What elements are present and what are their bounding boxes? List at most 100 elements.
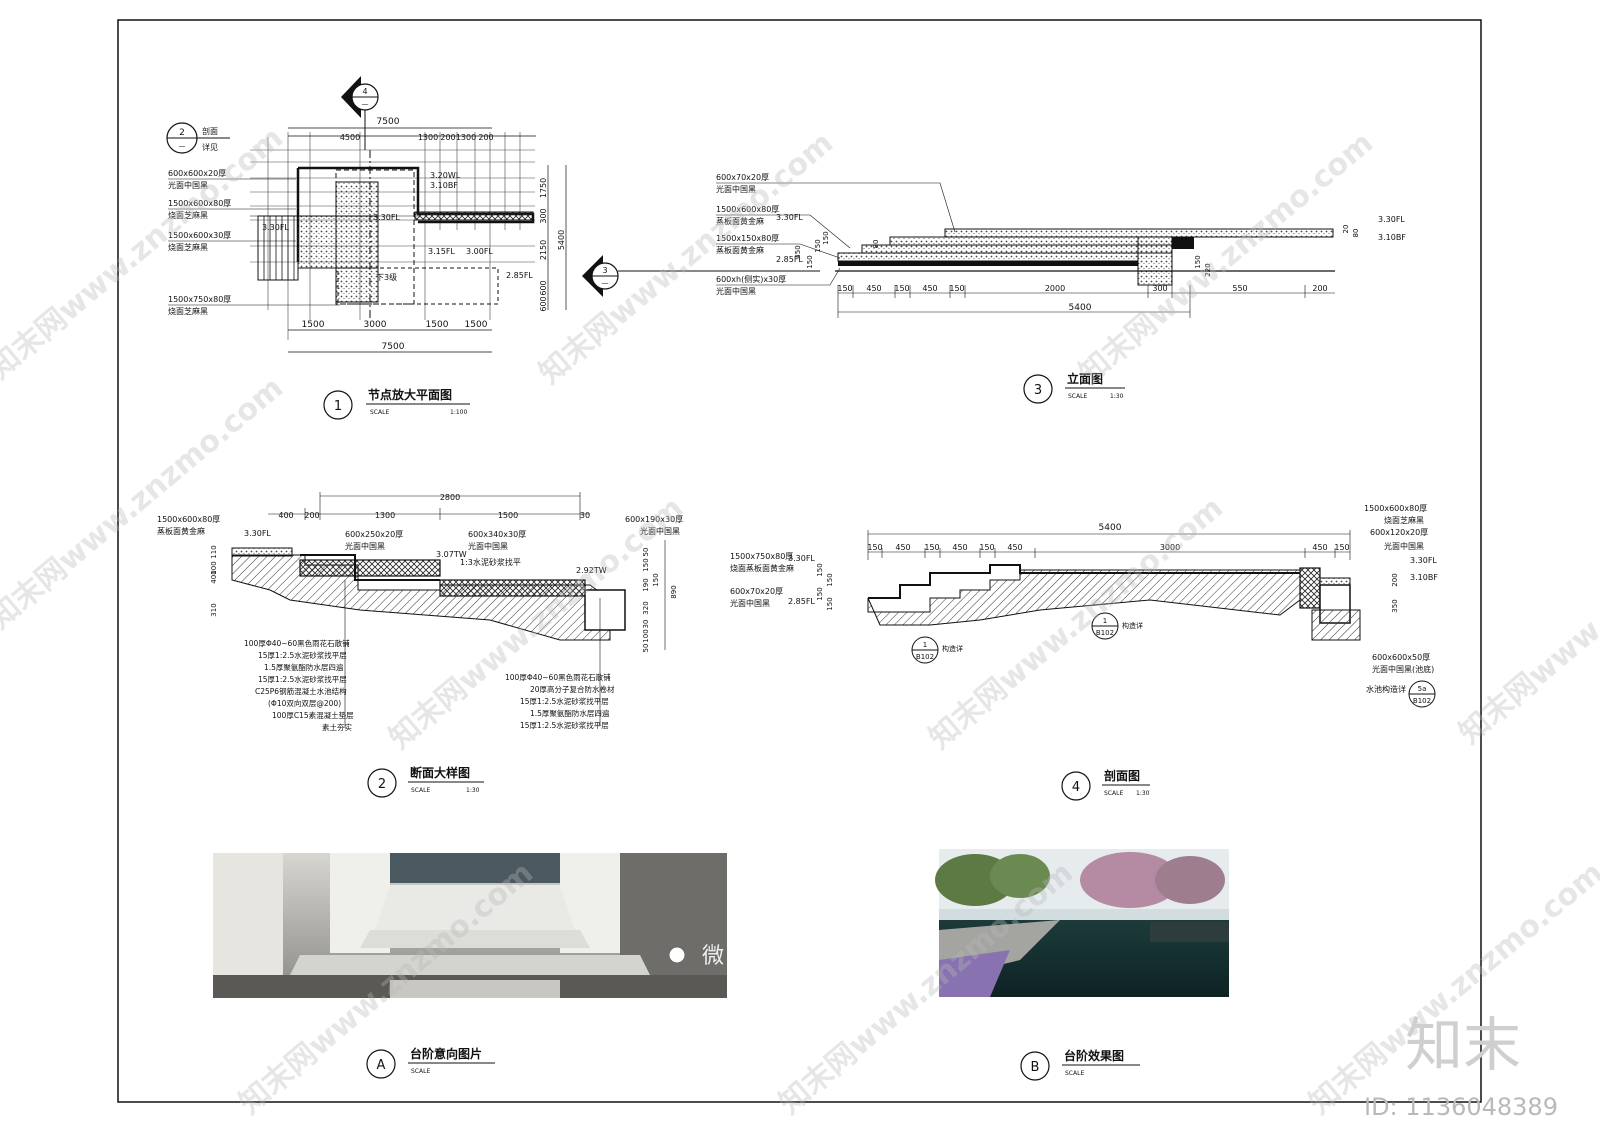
label-elevation-levels-1: 2.85FL [776, 255, 803, 264]
label-cut_section-dims_top-5: 450 [1007, 543, 1022, 552]
label-plan-dims_right-5: 600 [539, 296, 548, 311]
label-plan-dims_top-5: 200 [478, 133, 493, 142]
label-section-dims_right-1: 150 [642, 558, 650, 571]
label-plan-levels-1: 3.10BF [430, 181, 458, 190]
label-views-3-title: 剖面图 [1104, 768, 1140, 783]
label-elevation-labels-0: 600x70x20厚 [716, 173, 769, 182]
label-elevation-dims_bottom-6: 300 [1152, 284, 1167, 293]
section-marker-4: 4 — [341, 76, 379, 150]
label-cut_section-dims_left-0: 150 [816, 563, 824, 576]
label-cut_section-levels-1: 2.85FL [788, 597, 815, 606]
label-section-dims_right-8: 50 [642, 644, 650, 653]
label-cut_section-total: 5400 [1099, 523, 1122, 533]
section-detail-view: 2800 400 200 1300 1500 30 1500x600x80厚 蒸… [157, 492, 683, 732]
label-plan-levels-2: 3.30FL [262, 223, 289, 232]
label-section-layers_left-7: 素土夯实 [322, 722, 352, 732]
label-plan-dims_bottom-1: 3000 [364, 320, 387, 330]
label-section-labels_top-4: 600x340x30厚 [468, 530, 526, 539]
dim-7500-top: 7500 [377, 117, 400, 127]
label-sheet-watermark_text: 知末网www.znzmo.com [923, 490, 1230, 756]
label-section-layers_right-3: 1.5厚聚氨酯防水层四遍 [530, 708, 610, 718]
label-plan-levels-3: 3.30FL [373, 213, 400, 222]
label-plan-dims_right-2: 2150 [539, 240, 548, 260]
label-elevation-dims_bottom-8: 200 [1312, 284, 1327, 293]
label-cut_section-ref_notes-1: 构造详 [1122, 621, 1143, 630]
label-cut_section-labels_left-2: 600x70x20厚 [730, 587, 783, 596]
label-cut_section-levels-2: 3.30FL [1410, 556, 1437, 565]
label-views-1-title: 立面图 [1067, 371, 1103, 386]
label-elevation-dims_right-0: 20 [1342, 225, 1350, 234]
label-section-dims_left-2: 400 [210, 570, 218, 583]
label-cut_section-dims_left-3: 150 [826, 597, 834, 610]
label-views-2-scale: 1:30 [466, 787, 480, 794]
label-plan-marker_3: 3 [602, 266, 607, 275]
label-elevation-labels-5: 蒸板面黄金麻 [716, 245, 764, 255]
label-plan-labels-3: 烧面芝麻黑 [168, 210, 208, 220]
label-plan-dims_bottom-0: 1500 [302, 320, 325, 330]
label-section-dims_right-0: 50 [642, 548, 650, 557]
label-cut_section-labels_right-4: 600x600x50厚 [1372, 653, 1430, 662]
label-plan-levels-6: 2.85FL [506, 271, 533, 280]
label-cut_section-labels_right-2: 600x120x20厚 [1370, 528, 1428, 537]
label-cut_section-dims_top-7: 450 [1312, 543, 1327, 552]
label-section-labels_top-2: 600x250x20厚 [345, 530, 403, 539]
label-views-3-scale: 1:30 [1136, 790, 1150, 797]
label-sheet-watermark_text: 知末网www.znzmo.com [0, 120, 290, 386]
label-section-layers_right-2: 15厚1:2.5水泥砂浆找平层 [520, 696, 609, 706]
label-plan-dims_top-2: 1300 [418, 133, 438, 142]
label-elevation-labels-6: 600xh(侧实)x30厚 [716, 274, 786, 284]
label-cut_section-labels_right-5: 光面中国黑(池底) [1372, 664, 1434, 674]
label-cut_section-labels_left-0: 1500x750x80厚 [730, 552, 793, 561]
label-cut_section-dims_top-3: 450 [952, 543, 967, 552]
label-views-3-scale_word: SCALE [1104, 790, 1123, 797]
label-plan-section_marker_num: 2 [179, 128, 185, 138]
svg-text:—: — [362, 100, 369, 108]
label-cut_section-ref_notes-0: 构造详 [942, 644, 963, 653]
label-cut_section-refs-2-bottom: B102 [1413, 697, 1431, 705]
label-elevation-dims_right-3: 150 [1194, 255, 1202, 268]
label-plan-labels-7: 烧面芝麻黑 [168, 306, 208, 316]
label-plan-levels-4: 3.15FL [428, 247, 455, 256]
label-cut_section-dims_top-8: 150 [1334, 543, 1349, 552]
label-elevation-dims_left-0: 450 [794, 245, 802, 258]
label-views-5-scale_word: SCALE [1065, 1070, 1084, 1077]
label-section-layers_left-3: 15厚1:2.5水泥砂浆找平层 [258, 674, 347, 684]
label-plan-levels-7: 下3级 [376, 272, 397, 282]
label-section-labels_top-8: 光面中国黑 [640, 526, 680, 536]
label-cut_section-levels-0: 3.30FL [788, 554, 815, 563]
label-section-dims_right-4: 890 [670, 585, 678, 598]
label-plan-dims_bottom-3: 1500 [465, 320, 488, 330]
label-cut_section-dims_right-0: 200 [1391, 573, 1399, 586]
cut-section-view: 5400 150 450 150 450 150 450 3000 450 15… [730, 504, 1438, 708]
label-views-1-num: 3 [1034, 383, 1042, 398]
label-section-labels_top-5: 光面中国黑 [468, 541, 508, 551]
section-marker-3: 3 — [582, 255, 820, 297]
brand-logo: 知末 [1405, 1011, 1521, 1079]
label-cut_section-labels_left-3: 光面中国黑 [730, 598, 770, 608]
label-elevation-dims_bottom-3: 450 [922, 284, 937, 293]
label-plan-labels-1: 光面中国黑 [168, 180, 208, 190]
label-plan-section_marker_lines-0: 剖面 [202, 126, 218, 136]
label-section-dims_right-5: 320 [642, 601, 650, 614]
label-elevation-levels-0: 3.30FL [776, 213, 803, 222]
label-views-4-scale_word: SCALE [411, 1068, 430, 1075]
label-section-layers_left-0: 100厚Φ40~60黑色雨花石散铺 [244, 638, 350, 648]
label-section-layers_left-4: C25P6钢筋混凝土水池结构 [255, 686, 347, 696]
label-section-dims_top-2: 200 [304, 511, 319, 520]
label-cut_section-labels_right-3: 光面中国黑 [1384, 541, 1424, 551]
label-cut_section-refs-1-bottom: B102 [1096, 629, 1114, 637]
label-elevation-dims_left-4: 80 [872, 240, 880, 249]
label-cut_section-refs-1-top: 1 [1103, 617, 1107, 625]
label-sheet-watermark_text: 知末网www.znzmo.com [1453, 485, 1600, 751]
label-section-levels-0: 3.30FL [244, 529, 271, 538]
label-plan-dims_bottom-2: 1500 [426, 320, 449, 330]
label-elevation-labels-1: 光面中国黑 [716, 184, 756, 194]
label-views-0-scale_word: SCALE [370, 409, 389, 416]
label-plan-dims_top-1: 4500 [340, 133, 360, 142]
label-cut_section-refs-0-top: 1 [923, 641, 927, 649]
label-elevation-dims_left-1: 150 [806, 255, 814, 268]
label-section-dims_right-2: 190 [642, 578, 650, 591]
label-section-levels-2: 2.92TW [576, 566, 607, 575]
label-cut_section-dims_top-6: 3000 [1160, 543, 1180, 552]
label-cut_section-dims_top-4: 150 [979, 543, 994, 552]
